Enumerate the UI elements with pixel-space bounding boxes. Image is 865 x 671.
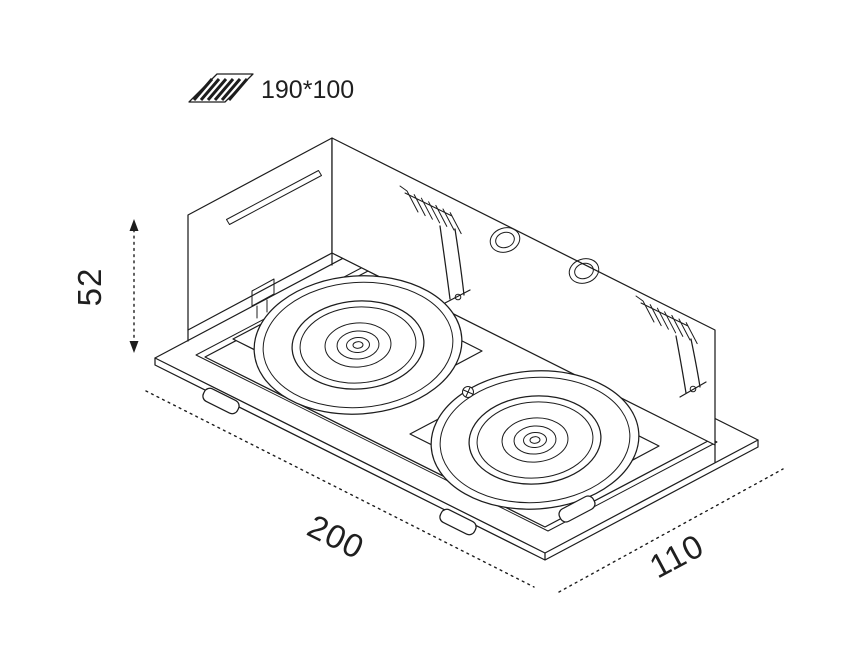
arrow-down-icon	[129, 341, 139, 353]
spring-coil	[635, 295, 698, 345]
lamp-rings	[253, 275, 463, 415]
lamp-module-right	[409, 370, 660, 510]
height-dimension-label: 52	[71, 268, 108, 307]
spring-foot	[679, 381, 707, 398]
adjust-screw	[462, 386, 474, 398]
mounting-tab-1	[202, 387, 240, 415]
fixture-drawing	[154, 137, 759, 561]
width-dimension-label: 110	[643, 526, 709, 585]
knockout-hole-1	[489, 227, 521, 253]
terminal-bracket	[251, 278, 275, 307]
trim-thickness-edge	[154, 357, 759, 561]
housing-base-ticks	[187, 252, 716, 463]
spring-clip-front	[399, 185, 471, 304]
knockout-hole-2	[568, 258, 600, 284]
lamp-rings	[430, 370, 640, 510]
spring-arms	[439, 225, 465, 300]
spring-roller	[689, 385, 697, 393]
lamp-module-left	[232, 275, 483, 415]
spring-clip-rear	[635, 295, 707, 398]
spring-arms	[675, 335, 701, 394]
spring-foot	[444, 289, 471, 304]
vent-slot	[226, 170, 322, 225]
mounting-tab-3	[558, 495, 596, 523]
spring-coil	[399, 185, 462, 235]
dimension-height: 52	[71, 219, 139, 353]
stairs-cutout-icon	[188, 73, 254, 103]
cutout-size-label: 190*100	[261, 76, 354, 104]
length-dimension-label: 200	[302, 507, 370, 566]
spring-roller	[454, 293, 462, 301]
arrow-up-icon	[129, 219, 139, 231]
mounting-tab-2	[439, 508, 477, 536]
